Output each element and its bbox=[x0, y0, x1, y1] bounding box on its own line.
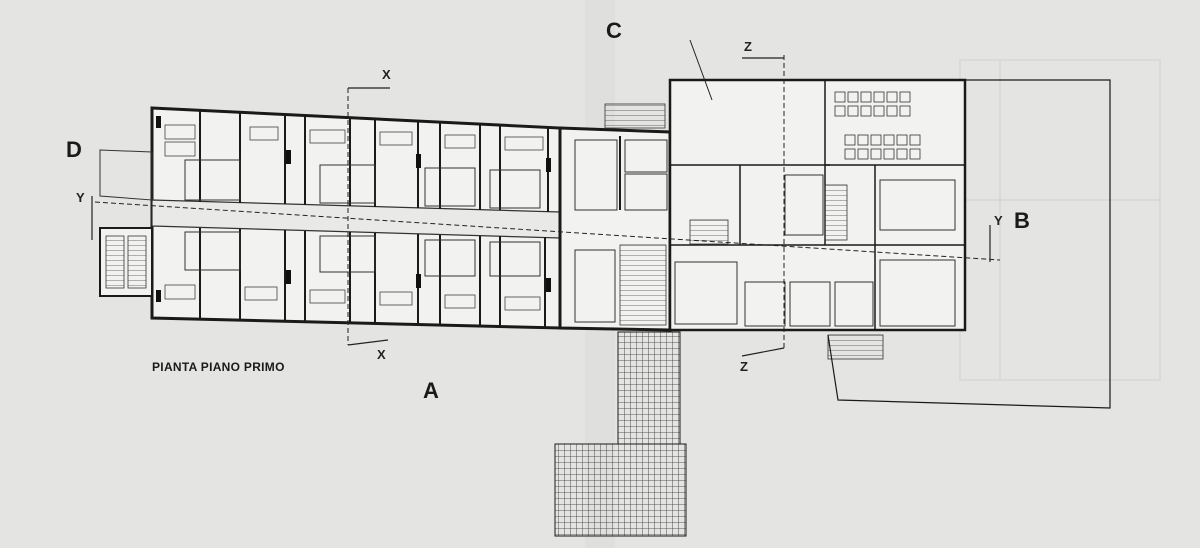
note-leader bbox=[689, 39, 713, 101]
east-block bbox=[668, 78, 967, 360]
section-label-z-top: Z bbox=[744, 39, 752, 54]
section-label-y-left: Y bbox=[76, 190, 85, 205]
section-label-x-top: X bbox=[382, 67, 391, 82]
section-lines bbox=[94, 55, 1001, 350]
section-label-z-bottom: Z bbox=[740, 359, 748, 374]
west-wing bbox=[150, 106, 562, 330]
plan-title: PIANTA PIANO PRIMO bbox=[152, 360, 285, 374]
west-stair bbox=[99, 149, 153, 297]
facade-label-b: B bbox=[1014, 208, 1030, 233]
section-label-y-right: Y bbox=[994, 213, 1003, 228]
ghost-drawing bbox=[959, 59, 1161, 381]
section-markers bbox=[91, 57, 991, 357]
central-block bbox=[558, 103, 672, 332]
facade-label-d: D bbox=[66, 137, 82, 162]
facade-label-c: C bbox=[606, 18, 622, 43]
east-terrace bbox=[827, 79, 1111, 409]
paved-path bbox=[554, 331, 687, 537]
facade-label-a: A bbox=[423, 378, 439, 403]
section-label-x-bottom: X bbox=[377, 347, 386, 362]
